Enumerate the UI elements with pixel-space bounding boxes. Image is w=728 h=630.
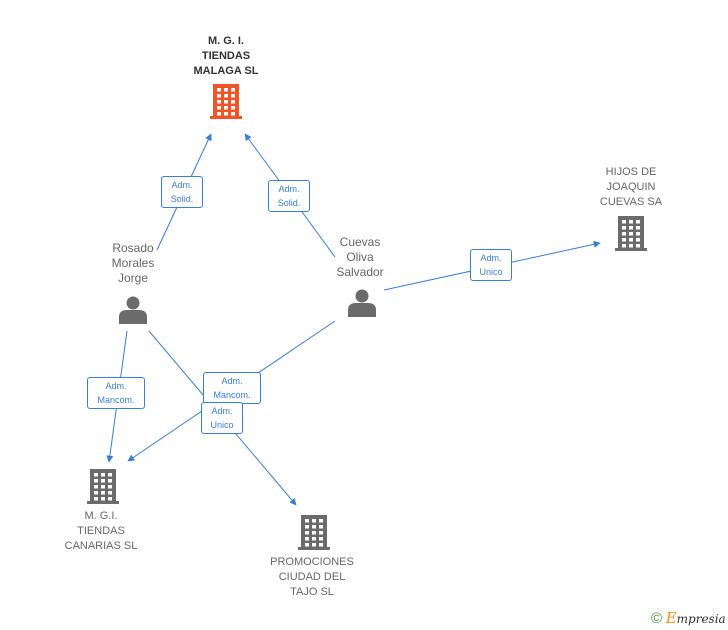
node-label-hijos_joaquin[interactable]: HIJOS DE JOAQUIN CUEVAS SA [599, 166, 663, 208]
edge-label-rosado-to-promociones[interactable]: Adm. Unico [201, 402, 243, 434]
building-icon[interactable] [615, 216, 647, 251]
node-label-cuevas[interactable]: Cuevas Oliva Salvador [336, 235, 384, 279]
node-label-promociones[interactable]: PROMOCIONES CIUDAD DEL TAJO SL [270, 556, 354, 598]
brand-logo: Empresia [665, 609, 726, 627]
node-label-mgi_malaga[interactable]: M. G. I. TIENDAS MALAGA SL [193, 35, 259, 77]
brand-first-letter: E [665, 609, 677, 627]
person-icon[interactable] [348, 289, 376, 318]
brand-rest: mpresia [676, 612, 726, 626]
edge-label-cuevas-to-hijos_joaquin[interactable]: Adm. Unico [470, 249, 512, 281]
node-label-rosado[interactable]: Rosado Morales Jorge [111, 241, 155, 285]
icons-layer [87, 84, 647, 550]
edge-label-cuevas-to-mgi_malaga[interactable]: Adm. Solid. [268, 180, 310, 212]
copyright-symbol: © [651, 610, 663, 627]
edge-label-rosado-to-mgi_malaga[interactable]: Adm. Solid. [161, 176, 203, 208]
edge-label-cuevas-to-mgi_canarias[interactable]: Adm. Mancom. [203, 372, 261, 404]
building-icon[interactable] [87, 469, 119, 504]
footer-brand[interactable]: © Empresia [651, 609, 726, 627]
person-icon[interactable] [119, 296, 147, 325]
building-icon[interactable] [298, 515, 330, 550]
node-label-mgi_canarias[interactable]: M. G.I. TIENDAS CANARIAS SL [64, 510, 138, 552]
building-icon[interactable] [210, 84, 242, 119]
edge-label-rosado-to-mgi_canarias[interactable]: Adm. Mancom. [87, 377, 145, 409]
